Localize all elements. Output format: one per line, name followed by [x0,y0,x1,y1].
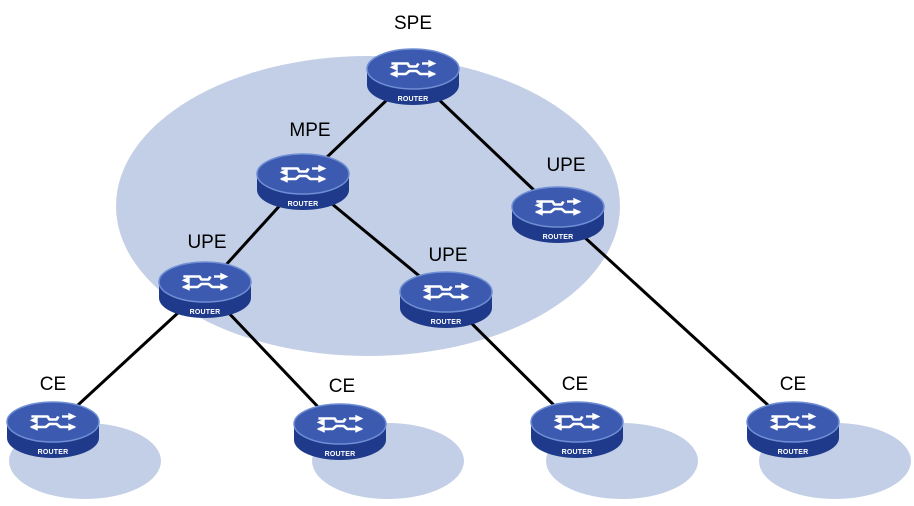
router-icon: ROUTER [6,401,100,458]
router-caption: ROUTER [190,309,221,316]
node-label-upe-middle: UPE [428,245,467,266]
router-icon: ROUTER [293,403,387,460]
node-label-spe: SPE [394,13,432,34]
router-caption: ROUTER [288,201,319,208]
router-icon: ROUTER [746,401,840,458]
router-icon: ROUTER [158,261,252,318]
router-icon: ROUTER [366,48,460,105]
router-icon: ROUTER [256,153,350,210]
router-caption: ROUTER [543,234,574,241]
router-caption: ROUTER [778,449,809,456]
router-caption: ROUTER [325,451,356,458]
router-node-ce-2: ROUTER [293,403,387,460]
node-label-ce-3: CE [562,374,588,395]
node-label-ce-1: CE [40,374,66,395]
node-label-upe-right: UPE [546,155,585,176]
router-caption: ROUTER [562,449,593,456]
node-label-mpe: MPE [289,120,330,141]
router-node-mpe: ROUTER [256,153,350,210]
node-label-ce-2: CE [329,376,355,397]
router-node-ce-3: ROUTER [530,401,624,458]
router-node-ce-4: ROUTER [746,401,840,458]
link-upe-right-ce-4 [556,211,795,430]
nodes: ROUTER SPE ROUTER MPE ROUTER UPE ROUTER UPE ROUT… [6,13,840,460]
router-caption: ROUTER [38,449,69,456]
node-label-ce-4: CE [780,374,806,395]
router-icon: ROUTER [399,271,493,328]
router-node-upe-middle: ROUTER [399,271,493,328]
node-label-upe-left: UPE [187,232,226,253]
router-caption: ROUTER [398,96,429,103]
router-node-upe-left: ROUTER [158,261,252,318]
router-icon: ROUTER [530,401,624,458]
router-caption: ROUTER [431,319,462,326]
router-node-ce-1: ROUTER [6,401,100,458]
router-node-spe: ROUTER [366,48,460,105]
router-node-upe-right: ROUTER [511,186,605,243]
router-icon: ROUTER [511,186,605,243]
